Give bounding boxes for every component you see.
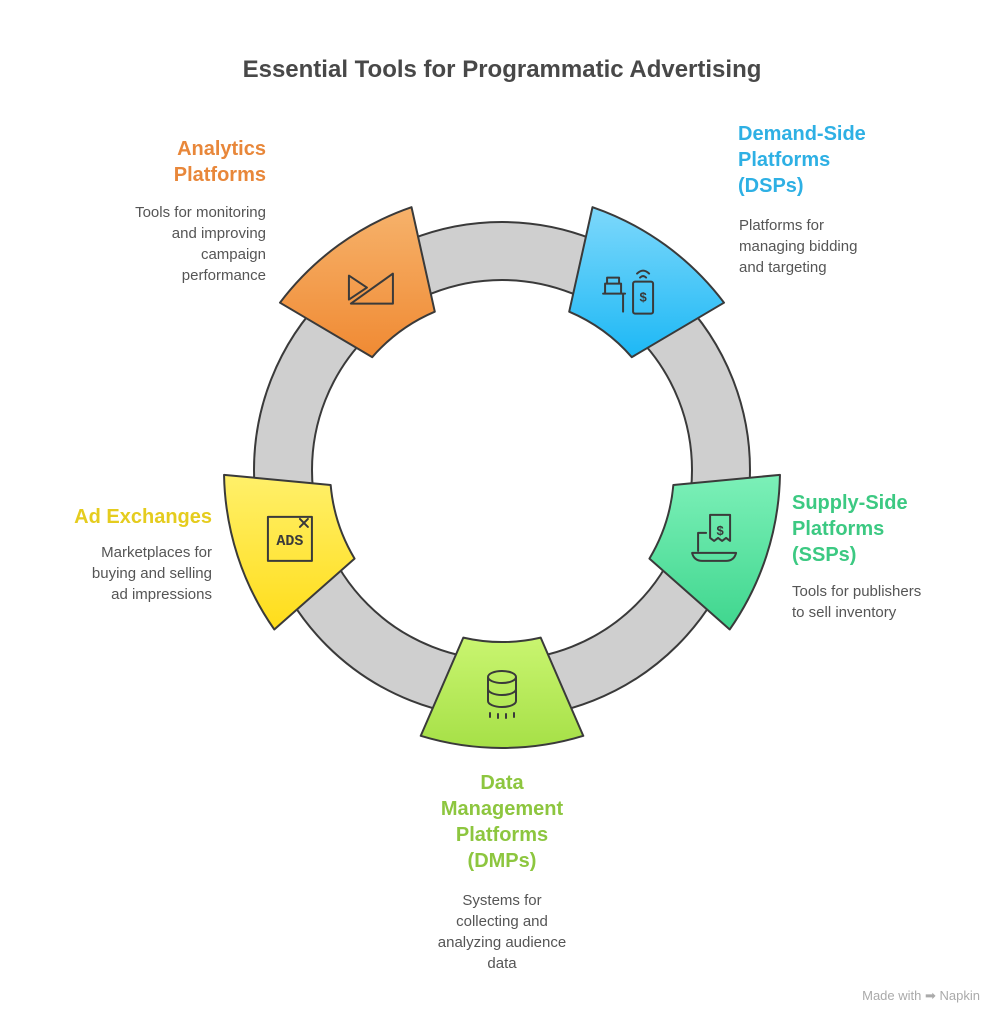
page-title: Essential Tools for Programmatic Adverti… — [242, 56, 762, 83]
title-line: Demand-Side — [738, 123, 866, 145]
bidding-icon — [602, 269, 655, 315]
desc-line: Tools for monitoring — [135, 204, 266, 221]
card-adx: ADS — [223, 473, 356, 631]
card-dmp — [419, 636, 585, 749]
title-line: Platforms — [792, 518, 885, 540]
footer-brand: Napkin — [939, 988, 980, 1003]
label-dmp: Data Management Platforms (DMPs) — [380, 770, 624, 874]
card-dsp: $ — [568, 206, 726, 359]
desc-analytics: Tools for monitoring and improving campa… — [135, 202, 266, 286]
desc-line: Systems for — [462, 892, 542, 909]
desc-dsp: Platforms for managing bidding and targe… — [739, 215, 857, 278]
napkin-logo-icon: ➡ — [925, 988, 936, 1003]
title-line: Platforms — [173, 164, 266, 186]
desc-line: Marketplaces for — [101, 544, 212, 561]
desc-line: Platforms for — [739, 217, 825, 234]
desc-line: to sell inventory — [792, 604, 897, 621]
desc-line: and targeting — [739, 259, 827, 276]
label-ssp: Supply-Side Platforms (SSPs) — [792, 490, 908, 568]
title-line: Platforms — [455, 824, 549, 846]
footer-text: Made with — [862, 988, 922, 1003]
desc-line: collecting and — [456, 913, 548, 930]
title-line: Management — [440, 798, 564, 820]
title-line: Platforms — [738, 149, 831, 171]
desc-line: managing bidding — [739, 238, 858, 255]
dollar-icon: $ — [716, 523, 724, 538]
desc-line: data — [487, 955, 517, 972]
desc-line: ad impressions — [111, 586, 212, 603]
card-shape — [419, 636, 585, 749]
card-analytics — [278, 206, 436, 359]
database-icon — [487, 670, 517, 719]
title-line: (DSPs) — [738, 175, 804, 197]
desc-dmp: Systems for collecting and analyzing aud… — [380, 890, 624, 974]
title-line: Analytics — [177, 138, 266, 160]
desc-line: buying and selling — [91, 565, 212, 582]
ads-icon — [266, 515, 313, 562]
desc-ssp: Tools for publishers to sell inventory — [792, 581, 921, 623]
title-line: Data — [480, 772, 524, 794]
label-dsp: Demand-Side Platforms (DSPs) — [738, 121, 866, 199]
label-adx: Ad Exchanges — [74, 504, 212, 530]
desc-adx: Marketplaces for buying and selling ad i… — [92, 542, 212, 605]
desc-line: performance — [181, 267, 266, 284]
desc-line: Tools for publishers — [792, 583, 922, 600]
title-line: Supply-Side — [792, 492, 908, 514]
dollar-icon: $ — [639, 290, 647, 305]
card-ssp: $ — [648, 473, 781, 631]
desc-line: and improving — [171, 225, 266, 242]
title-line: Ad Exchanges — [74, 506, 212, 528]
title-line: (SSPs) — [792, 544, 857, 566]
ads-icon-text: ADS — [276, 533, 303, 550]
label-analytics: Analytics Platforms — [174, 136, 266, 188]
title-line: (DMPs) — [467, 850, 537, 872]
desc-line: analyzing audience — [437, 934, 567, 951]
desc-line: campaign — [200, 246, 266, 263]
receipt-laptop-icon — [691, 513, 738, 562]
napkin-watermark: Made with ➡ Napkin — [862, 988, 980, 1004]
analytics-icon — [347, 272, 394, 305]
card-shape — [223, 473, 356, 631]
